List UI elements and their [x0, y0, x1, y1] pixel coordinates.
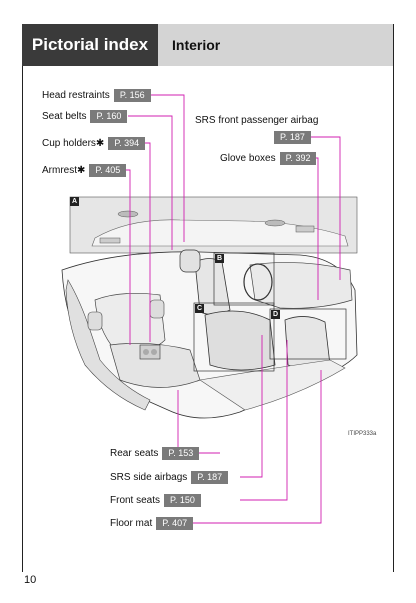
label-text: Floor mat — [110, 518, 153, 529]
page-ref-link[interactable]: P. 160 — [90, 110, 128, 123]
frame-left-border — [22, 66, 23, 572]
inset-tag-d: D — [271, 310, 280, 319]
page-ref-link[interactable]: P. 405 — [89, 164, 127, 177]
label-text: Seat belts — [42, 111, 87, 122]
label-text: Cup holders✱ — [42, 138, 105, 149]
label-head-restraints: Head restraints P. 156 — [42, 89, 151, 102]
page-ref-link[interactable]: P. 392 — [279, 152, 317, 165]
label-srs-front-passenger-airbag: SRS front passenger airbag — [195, 115, 322, 126]
page-ref-link[interactable]: P. 187 — [274, 131, 311, 144]
page-ref-link[interactable]: P. 394 — [108, 137, 146, 150]
figure-code: ITIPP333a — [348, 431, 377, 437]
label-cup-holders: Cup holders✱ P. 394 — [42, 137, 146, 150]
label-floor-mat: Floor mat P. 407 — [110, 517, 194, 530]
label-srs-front-passenger-airbag-ref: P. 187 — [274, 131, 311, 144]
label-text: Armrest✱ — [42, 165, 86, 176]
page-number: 10 — [24, 574, 37, 586]
page-ref-link[interactable]: P. 153 — [162, 447, 200, 460]
label-armrest: Armrest✱ P. 405 — [42, 164, 127, 177]
page-ref-link[interactable]: P. 150 — [164, 494, 201, 507]
label-text: Rear seats — [110, 448, 159, 459]
page-title: Interior — [158, 24, 394, 66]
label-text: SRS side airbags — [110, 472, 188, 483]
label-text: Front seats — [110, 495, 161, 506]
page-ref-link[interactable]: P. 156 — [113, 89, 151, 102]
label-front-seats: Front seats P. 150 — [110, 494, 201, 507]
inset-tag-a: A — [70, 197, 79, 206]
label-text: Head restraints — [42, 90, 110, 101]
label-srs-side-airbags: SRS side airbags P. 187 — [110, 471, 229, 484]
label-glove-boxes: Glove boxes P. 392 — [220, 152, 317, 165]
label-seat-belts: Seat belts P. 160 — [42, 110, 128, 123]
page-ref-link[interactable]: P. 187 — [191, 471, 229, 484]
inset-tag-b: B — [215, 254, 224, 263]
label-text: SRS front passenger airbag — [195, 115, 319, 126]
page-ref-link[interactable]: P. 407 — [156, 517, 194, 530]
section-title: Pictorial index — [22, 24, 158, 66]
label-text: Glove boxes — [220, 153, 276, 164]
label-rear-seats: Rear seats P. 153 — [110, 447, 200, 460]
frame-right-border — [393, 24, 394, 572]
inset-tag-c: C — [195, 304, 204, 313]
